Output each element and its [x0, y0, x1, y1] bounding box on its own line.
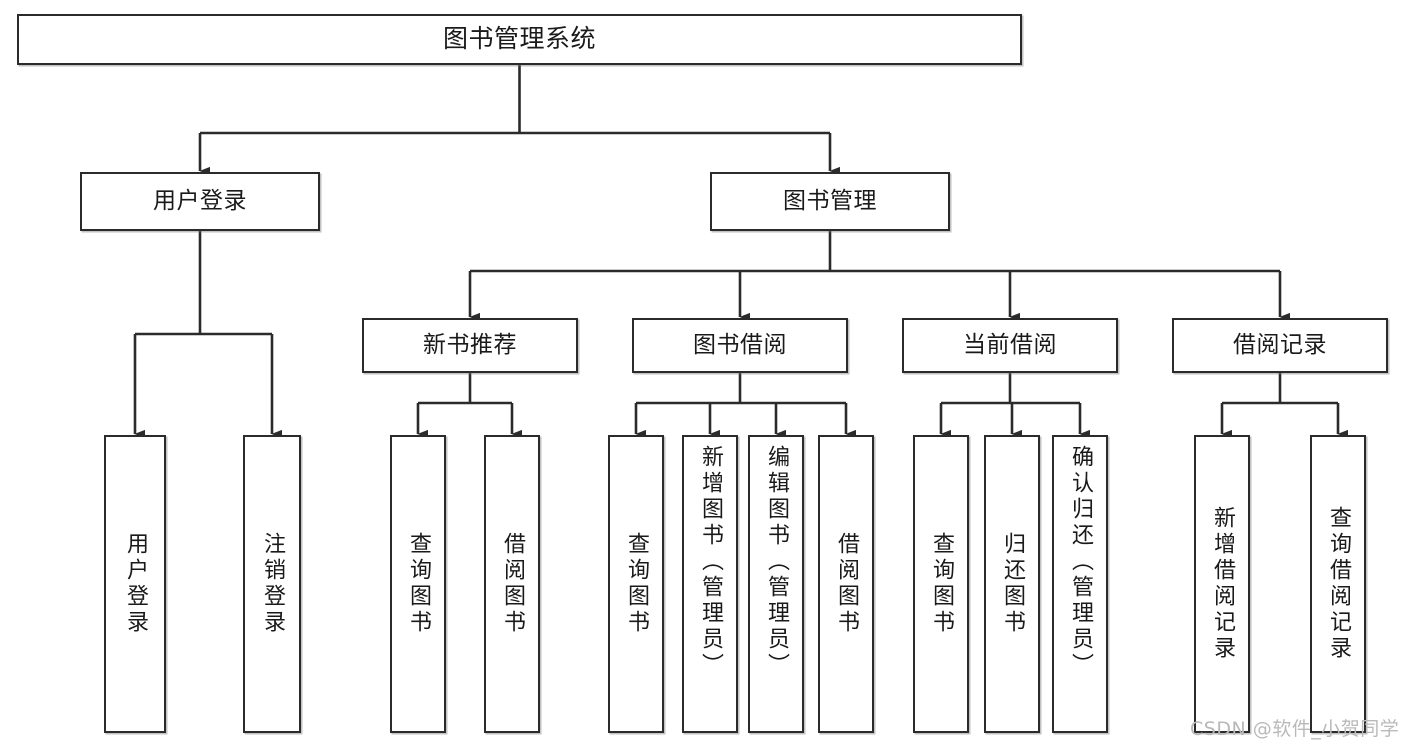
- node-label: 用户登录: [153, 188, 247, 215]
- node-label: 借阅记录: [1233, 332, 1327, 359]
- node-label: 当前借阅: [963, 332, 1057, 359]
- node-root[interactable]: 图书管理系统: [17, 14, 1022, 65]
- node-label: 编辑图书（管理员）: [764, 445, 789, 679]
- node-label: 新增图书（管理员）: [698, 445, 723, 679]
- node-leaf-user-logout[interactable]: 注销登录: [243, 435, 301, 733]
- node-leaf-add-book[interactable]: 新增图书（管理员）: [682, 435, 738, 733]
- node-label: 查询借阅记录: [1326, 506, 1351, 662]
- node-leaf-user-login[interactable]: 用户登录: [104, 435, 166, 733]
- node-label: 注销登录: [260, 532, 285, 636]
- node-label: 图书借阅: [693, 332, 787, 359]
- node-leaf-borrow-book-2[interactable]: 借阅图书: [818, 435, 874, 733]
- node-label: 新书推荐: [423, 332, 517, 359]
- node-book-borrow[interactable]: 图书借阅: [632, 318, 848, 373]
- node-label: 查询图书: [624, 532, 649, 636]
- node-leaf-borrow-book-1[interactable]: 借阅图书: [484, 435, 540, 733]
- node-label: 图书管理系统: [442, 24, 596, 54]
- node-label: 图书管理: [783, 188, 877, 215]
- node-label: 新增借阅记录: [1210, 506, 1235, 662]
- watermark-text: CSDN @软件_小贺同学: [1190, 718, 1400, 740]
- node-user-login[interactable]: 用户登录: [80, 172, 320, 231]
- node-leaf-add-record[interactable]: 新增借阅记录: [1194, 435, 1250, 733]
- node-borrow-record[interactable]: 借阅记录: [1172, 318, 1388, 373]
- node-leaf-edit-book[interactable]: 编辑图书（管理员）: [748, 435, 804, 733]
- node-label: 查询图书: [929, 532, 954, 636]
- node-leaf-query-record[interactable]: 查询借阅记录: [1310, 435, 1366, 733]
- node-label: 查询图书: [406, 532, 431, 636]
- node-label: 确认归还（管理员）: [1068, 445, 1093, 679]
- node-label: 借阅图书: [834, 532, 859, 636]
- node-label: 归还图书: [1000, 532, 1025, 636]
- node-label: 借阅图书: [500, 532, 525, 636]
- node-label: 用户登录: [123, 532, 148, 636]
- node-leaf-query-book-2[interactable]: 查询图书: [608, 435, 664, 733]
- node-leaf-confirm-return[interactable]: 确认归还（管理员）: [1052, 435, 1108, 733]
- node-leaf-query-book-3[interactable]: 查询图书: [913, 435, 969, 733]
- node-book-manage[interactable]: 图书管理: [710, 172, 950, 231]
- node-leaf-query-book-1[interactable]: 查询图书: [390, 435, 446, 733]
- node-leaf-return-book[interactable]: 归还图书: [984, 435, 1040, 733]
- node-new-book-rec[interactable]: 新书推荐: [362, 318, 578, 373]
- node-current-borrow[interactable]: 当前借阅: [902, 318, 1118, 373]
